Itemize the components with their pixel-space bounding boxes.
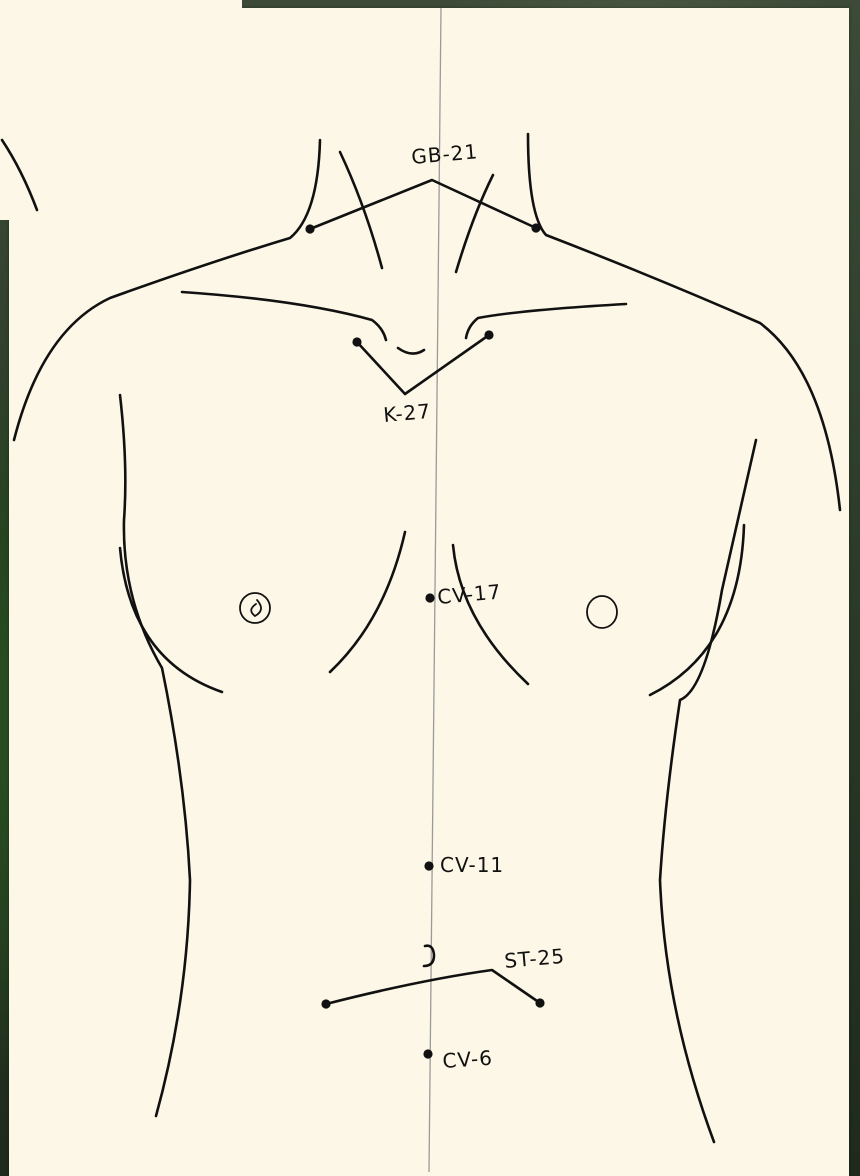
left-neck-muscle (340, 152, 382, 268)
gb21-label: GB-21 (410, 139, 479, 169)
right-nipple (587, 596, 617, 628)
st25-left-point (321, 999, 330, 1008)
st25-label: ST-25 (503, 944, 566, 973)
left-torso-outline (120, 395, 190, 1116)
gb21-right-point (531, 223, 540, 232)
cv6-point (423, 1049, 432, 1058)
stray-line (2, 140, 37, 210)
k27-connector (357, 335, 489, 394)
cv17-point (425, 593, 434, 602)
left-clavicle (182, 292, 386, 340)
gb21-left-point (305, 224, 314, 233)
k27-right-point (484, 330, 493, 339)
left-nipple-outer (240, 593, 270, 623)
cv11-label: CV-11 (440, 853, 504, 877)
cv17-label: CV-17 (436, 579, 502, 608)
left-breast-outer (120, 548, 222, 692)
right-breast-inner (453, 545, 528, 684)
gb21-connector (310, 180, 536, 229)
k27-label: K-27 (382, 399, 432, 427)
navel (424, 946, 434, 966)
cv6-label: CV-6 (442, 1046, 494, 1073)
left-breast-inner (330, 532, 405, 672)
right-neck-shoulder-outline (528, 134, 840, 510)
left-nipple-inner (251, 600, 261, 616)
cv11-point (424, 861, 433, 870)
left-neck-shoulder-outline (14, 140, 320, 440)
suprasternal-notch (398, 348, 424, 354)
right-neck-muscle (456, 175, 493, 272)
k27-left-point (352, 337, 361, 346)
st25-connector (326, 970, 540, 1004)
st25-right-point (535, 998, 544, 1007)
